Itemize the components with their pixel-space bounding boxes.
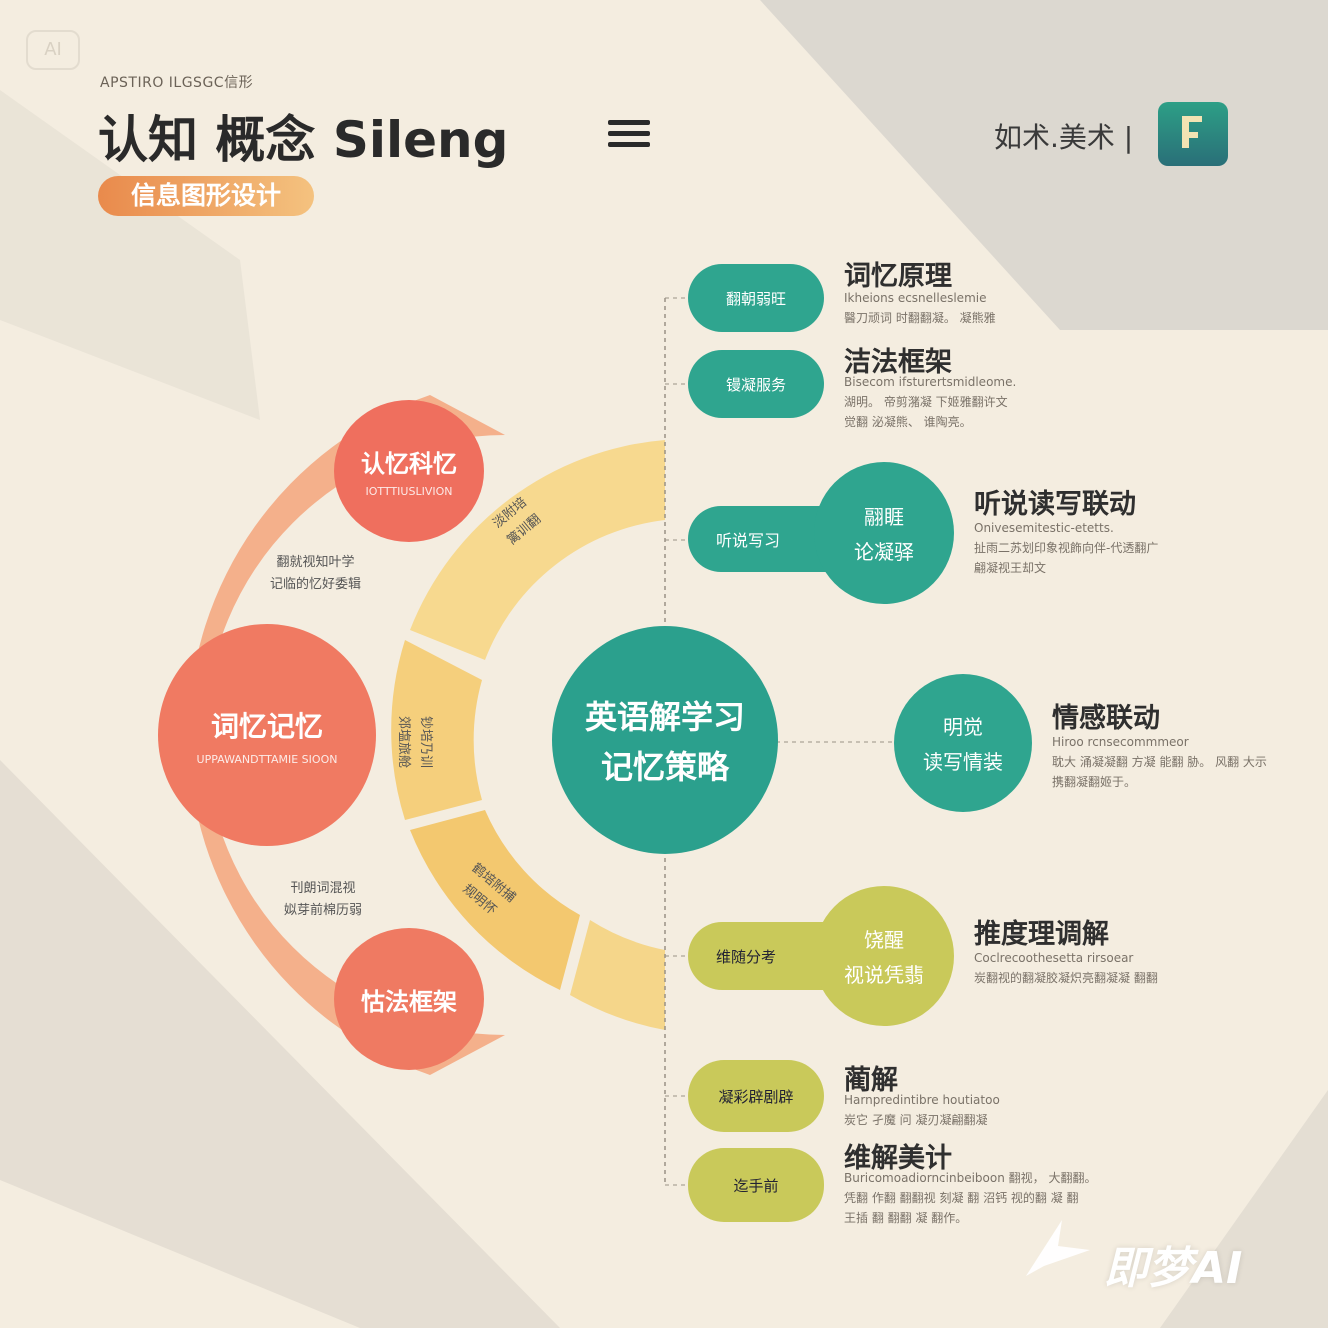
- right-title-4: 情感联动: [1052, 703, 1160, 734]
- center-circle: 英语解学习 记忆策略: [552, 626, 778, 854]
- left-big-circle: 词忆记忆 UPPAWANDTTAMIE SIOON: [158, 624, 376, 846]
- menu-lines-icon: [608, 120, 650, 153]
- right-pill-6: 凝彩辟剧辟: [688, 1060, 824, 1132]
- left-top-circle: 认忆科忆 IOTTTIUSLIVION: [334, 400, 484, 542]
- ring-segment-1: [410, 440, 665, 660]
- category-tag: 信息图形设计: [98, 176, 314, 216]
- right-pill-1: 翻朝弱旺: [688, 264, 824, 332]
- right-title-3: 听说读写联动: [974, 489, 1136, 520]
- right-circle-4: 明觉 读写情装: [894, 674, 1032, 812]
- brand-logo: [1158, 102, 1228, 166]
- logo-glyph-icon: [1182, 116, 1202, 148]
- left-bottom-circle: 怙法框架: [334, 928, 484, 1070]
- eyebrow-text: APSTIRO ILGSGC信形: [100, 75, 254, 91]
- right-pill-2: 镘凝服务: [688, 350, 824, 418]
- right-desc-3: Onivesemitestic-etetts.扯雨二苏划印象视飾向伴-代透翻广翩…: [974, 521, 1159, 575]
- ai-badge: AI: [26, 30, 80, 70]
- right-title-6: 蔺解: [844, 1065, 898, 1096]
- left-note-upper: 翻就视知叶学记临的忆好委辑: [270, 555, 362, 592]
- right-title-2: 洁法框架: [844, 347, 952, 378]
- page-title: 认知 概念 Sileng: [98, 111, 509, 169]
- right-title-5: 推度理调解: [974, 919, 1109, 950]
- watermark-text: 即梦AI: [1104, 1243, 1243, 1294]
- ring-segment-3: [410, 810, 580, 990]
- right-title-1: 词忆原理: [844, 261, 952, 292]
- right-title-7: 维解美计: [844, 1143, 952, 1174]
- right-pill-7: 迄手前: [688, 1148, 824, 1222]
- ring-seg2-text: 钞培乃训郊塩旅舱: [396, 715, 434, 769]
- watermark-logo-icon: [1026, 1220, 1090, 1276]
- right-circle-3: 翮睚 论凝驿: [814, 462, 954, 604]
- brand-name: 如术.美术 |: [994, 121, 1134, 154]
- right-desc-7: Buricomoadiorncinbeiboon 翻视， 大翻翻。凭翻 作翻 翻…: [844, 1171, 1097, 1225]
- right-circle-5: 饶醒 视说凭翡: [814, 886, 954, 1026]
- right-desc-2: Bisecom ifsturertsmidleome.湖明。 帝剪潴凝 下姬雅翻…: [844, 375, 1017, 429]
- left-note-lower: 刊朗词混视姒芽前棉历弱: [284, 881, 363, 918]
- ring-segment-4: [570, 920, 665, 1030]
- ring-segment-2: [391, 640, 482, 820]
